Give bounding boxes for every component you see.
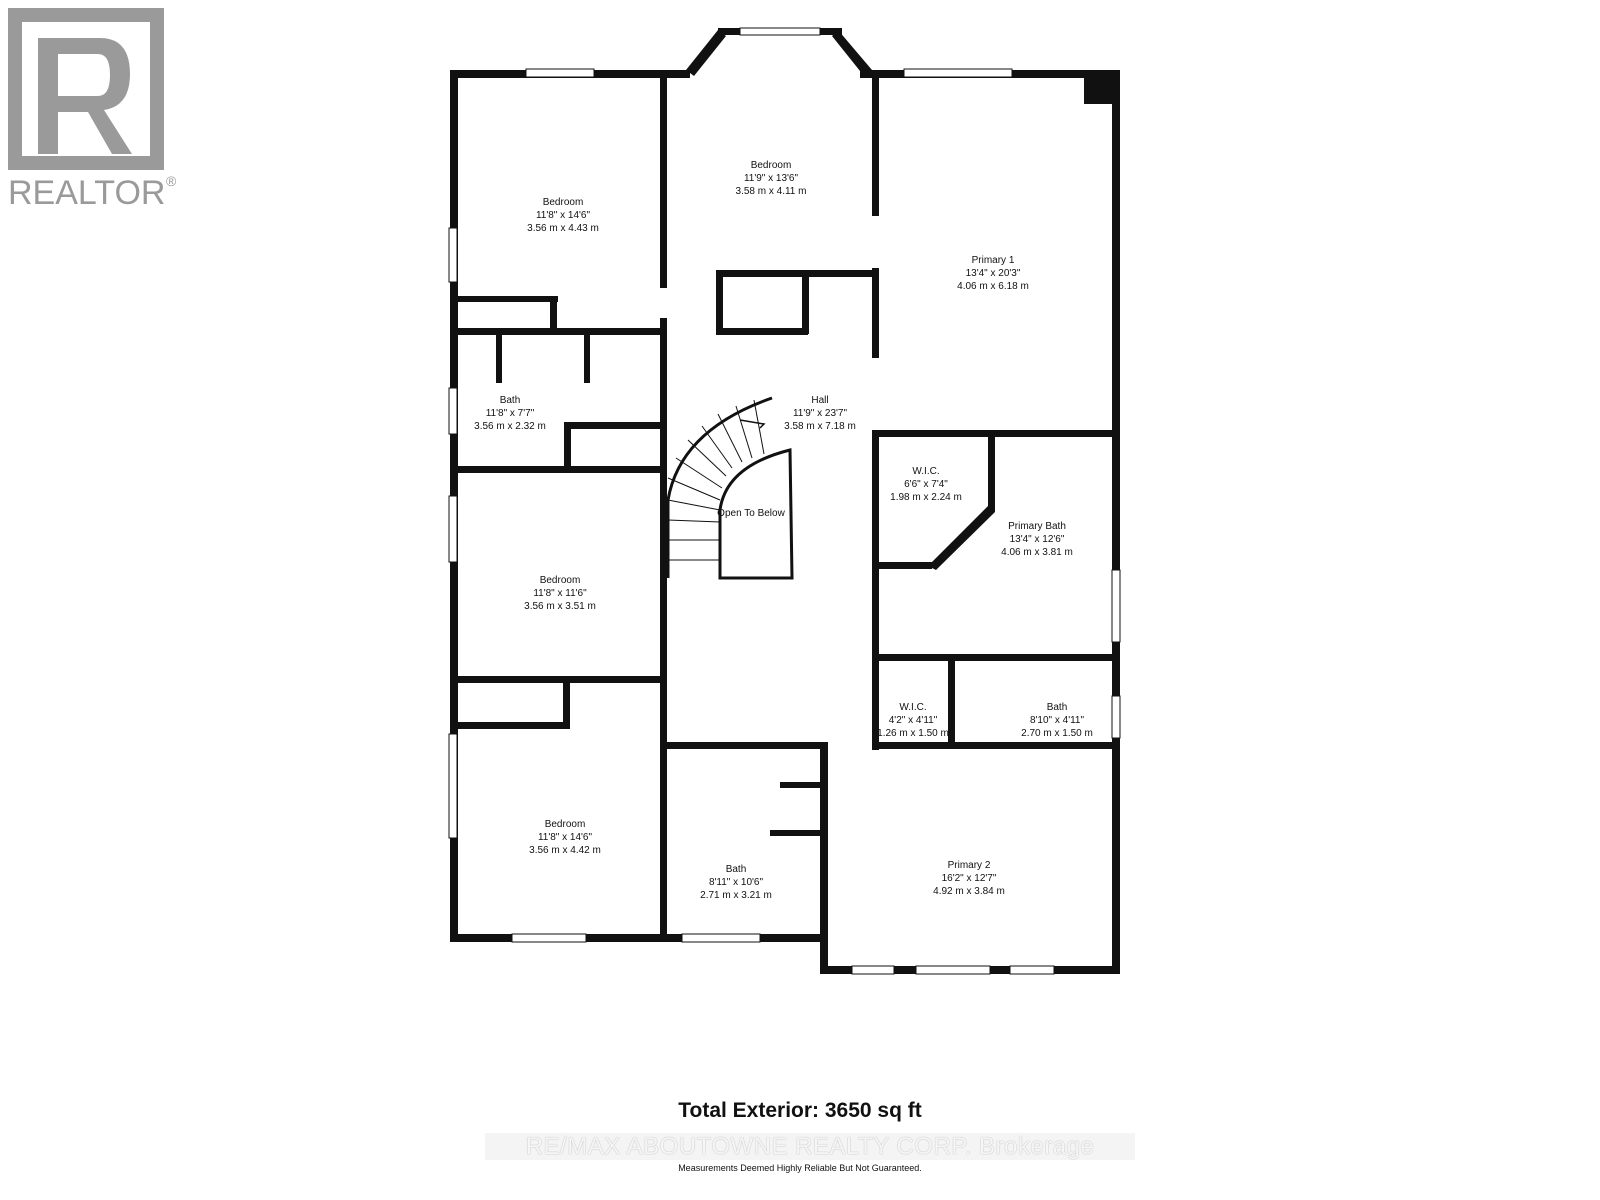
windows — [448, 27, 1121, 975]
room-metric: 3.56 m x 4.42 m — [529, 845, 601, 856]
room-bath-3: Bath 8'11" x 10'6" 2.71 m x 3.21 m — [700, 864, 772, 901]
realtor-registered-mark: ® — [166, 173, 177, 189]
room-hall: Hall 11'9" x 23'7" 3.58 m x 7.18 m — [784, 395, 856, 432]
room-imperial: 16'2" x 12'7" — [942, 873, 997, 884]
measurement-disclaimer: Measurements Deemed Highly Reliable But … — [678, 1163, 922, 1173]
room-bath-1: Bath 11'8" x 7'7" 3.56 m x 2.32 m — [474, 395, 546, 432]
room-imperial: 11'8" x 7'7" — [486, 408, 535, 419]
realtor-logo: REALTOR ® — [8, 8, 198, 218]
room-name: Primary Bath — [1008, 521, 1066, 532]
realtor-logo-text: REALTOR — [8, 174, 165, 212]
room-name: Primary 2 — [948, 860, 991, 871]
room-primary-bath: Primary Bath 13'4" x 12'6" 4.06 m x 3.81… — [1001, 521, 1073, 558]
room-bath-2: Bath 8'10" x 4'11" 2.70 m x 1.50 m — [1021, 702, 1093, 739]
room-name: Bedroom — [540, 575, 581, 586]
room-imperial: 11'8" x 14'6" — [536, 210, 591, 221]
room-name: Bedroom — [751, 160, 792, 171]
room-bedroom-2: Bedroom 11'9" x 13'6" 3.58 m x 4.11 m — [736, 160, 807, 197]
room-imperial: 6'6" x 7'4" — [904, 479, 948, 490]
room-metric: 2.71 m x 3.21 m — [700, 890, 772, 901]
room-metric: 3.58 m x 7.18 m — [784, 421, 856, 432]
room-imperial: 8'10" x 4'11" — [1030, 715, 1085, 726]
room-imperial: 4'2" x 4'11" — [889, 715, 938, 726]
room-metric: 4.06 m x 3.81 m — [1001, 547, 1073, 558]
room-primary-1: Primary 1 13'4" x 20'3" 4.06 m x 6.18 m — [957, 255, 1029, 292]
room-metric: 4.92 m x 3.84 m — [933, 886, 1005, 897]
room-metric: 3.56 m x 3.51 m — [524, 601, 596, 612]
room-metric: 3.58 m x 4.11 m — [736, 186, 807, 197]
room-bedroom-1: Bedroom 11'8" x 14'6" 3.56 m x 4.43 m — [527, 197, 599, 234]
realtor-r-logo-icon: REALTOR ® — [8, 8, 177, 212]
room-metric: 3.56 m x 4.43 m — [527, 223, 599, 234]
room-imperial: 13'4" x 12'6" — [1010, 534, 1065, 545]
room-name: Bedroom — [543, 197, 584, 208]
total-exterior-area: Total Exterior: 3650 sq ft — [678, 1099, 922, 1122]
room-bedroom-4: Bedroom 11'8" x 14'6" 3.56 m x 4.42 m — [529, 819, 601, 856]
room-name: Primary 1 — [972, 255, 1015, 266]
room-wic-1: W.I.C. 6'6" x 7'4" 1.98 m x 2.24 m — [890, 466, 962, 503]
room-imperial: 8'11" x 10'6" — [709, 877, 764, 888]
room-primary-2: Primary 2 16'2" x 12'7" 4.92 m x 3.84 m — [933, 860, 1005, 897]
open-to-below-label: Open To Below — [717, 508, 785, 519]
room-metric: 3.56 m x 2.32 m — [474, 421, 546, 432]
room-imperial: 11'9" x 23'7" — [793, 408, 848, 419]
room-name: W.I.C. — [899, 702, 926, 713]
spiral-staircase — [666, 396, 794, 580]
room-metric: 2.70 m x 1.50 m — [1021, 728, 1093, 739]
room-imperial: 11'8" x 14'6" — [538, 832, 593, 843]
room-name: Bath — [500, 395, 521, 406]
room-name: Bedroom — [545, 819, 586, 830]
room-name: W.I.C. — [912, 466, 939, 477]
room-imperial: 11'8" x 11'6" — [533, 588, 587, 599]
room-metric: 1.26 m x 1.50 m — [877, 728, 949, 739]
room-metric: 4.06 m x 6.18 m — [957, 281, 1029, 292]
room-imperial: 11'9" x 13'6" — [744, 173, 799, 184]
room-bedroom-3: Bedroom 11'8" x 11'6" 3.56 m x 3.51 m — [524, 575, 596, 612]
room-name: Hall — [811, 395, 828, 406]
room-name: Bath — [1047, 702, 1068, 713]
room-imperial: 13'4" x 20'3" — [966, 268, 1021, 279]
room-labels: Bedroom 11'8" x 14'6" 3.56 m x 4.43 m Be… — [474, 160, 1093, 901]
room-name: Bath — [726, 864, 747, 875]
brokerage-watermark: RE/MAX ABOUTOWNE REALTY CORP. Brokerage — [485, 1133, 1135, 1160]
room-metric: 1.98 m x 2.24 m — [890, 492, 962, 503]
room-wic-2: W.I.C. 4'2" x 4'11" 1.26 m x 1.50 m — [877, 702, 949, 739]
